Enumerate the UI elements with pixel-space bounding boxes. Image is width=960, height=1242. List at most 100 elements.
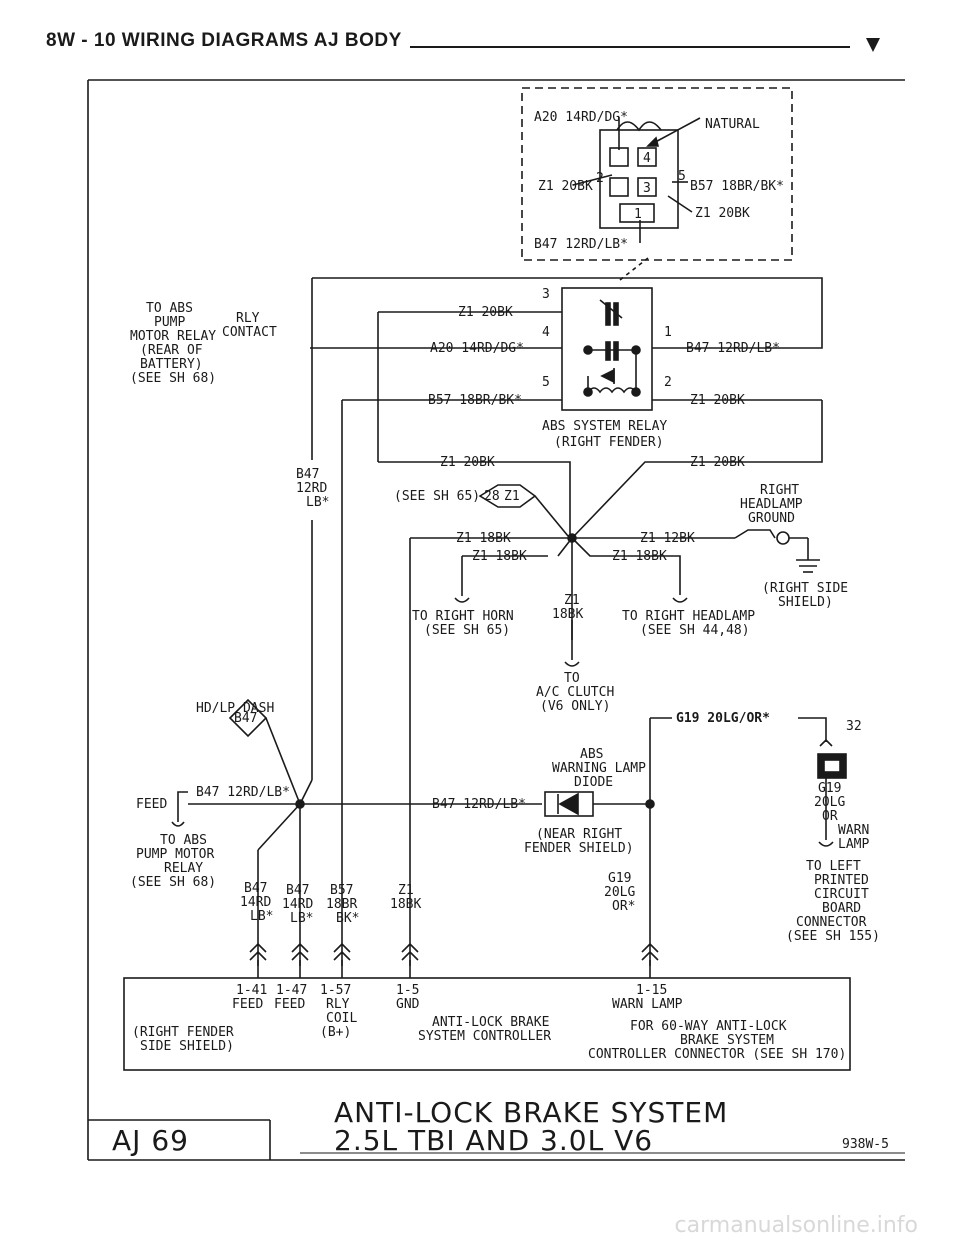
feed-wire-label: Z1: [398, 883, 414, 898]
controller-note-label: CONTROLLER CONNECTOR (SEE SH 170): [588, 1047, 846, 1062]
conn-pin-label: 4: [643, 151, 651, 166]
connector-dashed-box: [521, 87, 793, 261]
controller-name-label: ANTI-LOCK BRAKE: [432, 1015, 549, 1030]
relay-pin-label: 1: [664, 325, 672, 340]
diagram-subtitle: 2.5L TBI AND 3.0L V6: [334, 1124, 653, 1157]
controller-note-label: BRAKE SYSTEM: [680, 1033, 774, 1048]
see-sh65-label: (SEE SH 65): [394, 489, 480, 504]
headlamp-ground-label: GROUND: [748, 511, 795, 526]
to-abs-note: BATTERY): [140, 357, 203, 372]
to-ac-label: A/C CLUTCH: [536, 685, 614, 700]
relay-location-label: (RIGHT FENDER): [554, 435, 664, 450]
to-left-pcb-label: (SEE SH 155): [786, 929, 880, 944]
b47-vertical-label: LB*: [306, 495, 329, 510]
rly-contact-label: RLY: [236, 311, 260, 326]
watermark-text: carmanualsonline.info: [675, 1213, 918, 1238]
feed-wire-label: B47: [244, 881, 267, 896]
feed-wire-label: 14RD: [282, 897, 313, 912]
to-abs-note: (SEE SH 68): [130, 371, 216, 386]
headlamp-ground-label: HEADLAMP: [740, 497, 803, 512]
ground-z1-12bk-label: Z1 12BK: [640, 531, 695, 546]
watermark-bar: carmanualsonline.info: [675, 1213, 918, 1238]
to-ac-label: TO: [564, 671, 580, 686]
controller-location-label: (RIGHT FENDER: [132, 1025, 234, 1040]
controller-pin-label: 1-57: [320, 983, 351, 998]
diagram-title: ANTI-LOCK BRAKE SYSTEM: [334, 1096, 728, 1129]
z1-vertical-label: 18BK: [552, 607, 583, 622]
controller-pin-label: 1-47: [276, 983, 307, 998]
conn-a20-label: A20 14RD/DG*: [534, 110, 628, 125]
feed-wire-label: 14RD: [240, 895, 271, 910]
to-abs-pump-label: PUMP MOTOR: [136, 847, 214, 862]
b47-vertical-label: 12RD: [296, 481, 327, 496]
page-header: 8W - 10 WIRING DIAGRAMS AJ BODY: [46, 30, 402, 51]
drawing-code-label: 938W-5: [842, 1137, 889, 1152]
feed-wire-label: B47: [286, 883, 309, 898]
controller-pin-label: FEED: [232, 997, 263, 1012]
conn-pin-label: 5: [678, 169, 686, 184]
feed-label: FEED: [136, 797, 167, 812]
conn-b47-label: B47 12RD/LB*: [534, 237, 628, 252]
to-abs-note: MOTOR RELAY: [130, 329, 216, 344]
ground-z1-left-label: Z1 20BK: [440, 455, 495, 470]
header-rule: [410, 46, 850, 48]
controller-pin-label: 1-15: [636, 983, 667, 998]
g19-label: G19 20LG/OR*: [676, 711, 770, 726]
ground-z1-18bk-label: Z1 18BK: [456, 531, 511, 546]
hdlp-dash-label: HD/LP DASH: [196, 701, 274, 716]
to-left-pcb-label: CONNECTOR: [796, 915, 867, 930]
conn-natural-label: NATURAL: [705, 117, 760, 132]
feed-wire-label: LB*: [250, 909, 273, 924]
right-side-shield-label: SHIELD): [778, 595, 833, 610]
controller-name-label: SYSTEM CONTROLLER: [418, 1029, 551, 1044]
conn-z1-left-label: Z1 20BK: [538, 179, 593, 194]
splice-z1-label: Z1: [504, 489, 520, 504]
conn-pin-label: 2: [596, 171, 604, 186]
g19-vertical-label: 20LG: [604, 885, 635, 900]
g19-right-label: G19: [818, 781, 841, 796]
relay-wire-b57-label: B57 18BR/BK*: [428, 393, 522, 408]
relay-pin-label: 5: [542, 375, 550, 390]
controller-pin-label: GND: [396, 997, 420, 1012]
near-right-label: FENDER SHIELD): [524, 841, 634, 856]
header-triangle-icon: [866, 38, 880, 52]
feed-wire-label: LB*: [290, 911, 313, 926]
controller-note-label: FOR 60-WAY ANTI-LOCK: [630, 1019, 787, 1034]
controller-pin-label: RLY: [326, 997, 350, 1012]
to-headlamp-label: TO RIGHT HEADLAMP: [622, 609, 755, 624]
conn-pin-label: 1: [634, 207, 642, 222]
to-abs-note: PUMP: [154, 315, 185, 330]
feed-wire-label: 18BR: [326, 897, 357, 912]
abs-warning-label: ABS: [580, 747, 603, 762]
to-left-pcb-label: PRINTED: [814, 873, 869, 888]
b47-feed-left-label: B47 12RD/LB*: [196, 785, 290, 800]
near-right-label: (NEAR RIGHT: [536, 827, 622, 842]
to-left-pcb-label: TO LEFT: [806, 859, 861, 874]
g19-vertical-label: G19: [608, 871, 631, 886]
ground-z1-right-label: Z1 20BK: [690, 455, 745, 470]
conn-z1-right-label: Z1 20BK: [695, 206, 750, 221]
splice-28-label: 28: [484, 489, 500, 504]
page-id-label: AJ 69: [112, 1124, 189, 1157]
relay-wire-z1-right-label: Z1 20BK: [690, 393, 745, 408]
headlamp-ground-label: RIGHT: [760, 483, 799, 498]
warn-lamp-label: WARN: [838, 823, 869, 838]
relay-pin-label: 4: [542, 325, 550, 340]
conn-pin-label: 3: [643, 181, 651, 196]
relay-wire-b47-label: B47 12RD/LB*: [686, 341, 780, 356]
to-abs-pump-label: RELAY: [164, 861, 203, 876]
controller-pin-arrows: [249, 942, 659, 978]
warn-lamp-label: LAMP: [838, 837, 869, 852]
to-horn-label: TO RIGHT HORN: [412, 609, 514, 624]
controller-pin-label: 1-5: [396, 983, 419, 998]
to-headlamp-label: (SEE SH 44,48): [640, 623, 750, 638]
g19-right-label: 20LG: [814, 795, 845, 810]
ground-z1-18bk-label: Z1 18BK: [612, 549, 667, 564]
g19-vertical-label: OR*: [612, 899, 635, 914]
abs-relay-box: [561, 287, 653, 411]
controller-location-label: SIDE SHIELD): [140, 1039, 234, 1054]
b47-feed-mid-label: B47 12RD/LB*: [432, 797, 526, 812]
relay-wire-z1-label: Z1 20BK: [458, 305, 513, 320]
to-abs-pump-label: TO ABS: [160, 833, 207, 848]
rly-contact-label: CONTACT: [222, 325, 277, 340]
